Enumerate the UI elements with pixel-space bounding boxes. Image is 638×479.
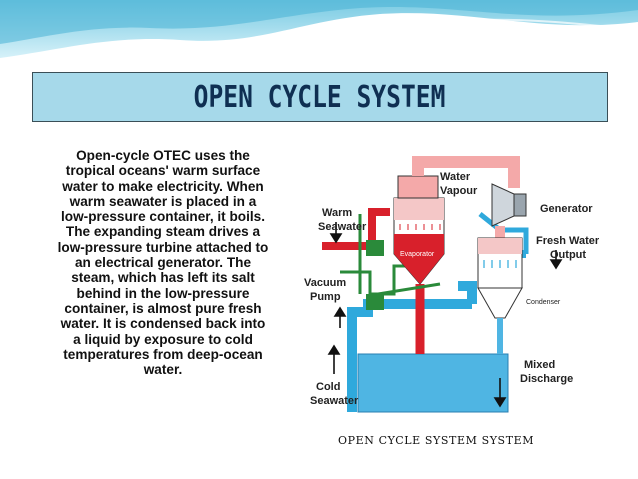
label-water-vapour-2: Vapour xyxy=(440,185,478,197)
title-banner: OPEN CYCLE SYSTEM xyxy=(32,72,608,122)
label-mixed-discharge-2: Discharge xyxy=(520,373,573,385)
turbine xyxy=(491,183,515,227)
vapour-duct xyxy=(412,156,520,188)
label-condenser: Condenser xyxy=(526,299,561,306)
slide-title: OPEN CYCLE SYSTEM xyxy=(194,79,446,115)
body-paragraph: Open-cycle OTEC uses the tropical oceans… xyxy=(57,148,269,378)
label-fresh-water-1: Fresh Water xyxy=(536,235,600,247)
condenser-vessel xyxy=(477,237,523,319)
otec-diagram: Water Vapour Generator Warm Seawater Eva… xyxy=(300,154,611,414)
flow-arrows xyxy=(327,222,563,408)
otec-diagram-svg: Water Vapour Generator Warm Seawater Eva… xyxy=(304,156,600,413)
label-vacuum-pump-2: Pump xyxy=(310,291,341,303)
label-cold-seawater-1: Cold xyxy=(316,381,340,393)
label-water-vapour-1: Water xyxy=(440,171,471,183)
label-cold-seawater-2: Seawater xyxy=(310,395,359,407)
label-fresh-water-2: Output xyxy=(550,249,586,261)
warm-seawater-pipe xyxy=(322,208,390,250)
discharge-tank xyxy=(357,353,509,413)
label-generator: Generator xyxy=(540,203,593,215)
decorative-wave-header xyxy=(0,0,638,70)
label-mixed-discharge-1: Mixed xyxy=(524,359,555,371)
pump-box-bottom xyxy=(366,294,384,310)
cold-seawater-pipe xyxy=(347,299,472,412)
label-vacuum-pump-1: Vacuum xyxy=(304,277,346,289)
label-warm-seawater-1: Warm xyxy=(322,207,352,219)
evaporator-vessel xyxy=(393,175,445,285)
pump-box-top xyxy=(366,240,384,256)
label-evaporator: Evaporator xyxy=(400,251,435,258)
generator xyxy=(513,193,527,217)
label-warm-seawater-2: Seawater xyxy=(318,221,367,233)
diagram-caption: OPEN CYCLE SYSTEM SYSTEM xyxy=(338,434,535,447)
